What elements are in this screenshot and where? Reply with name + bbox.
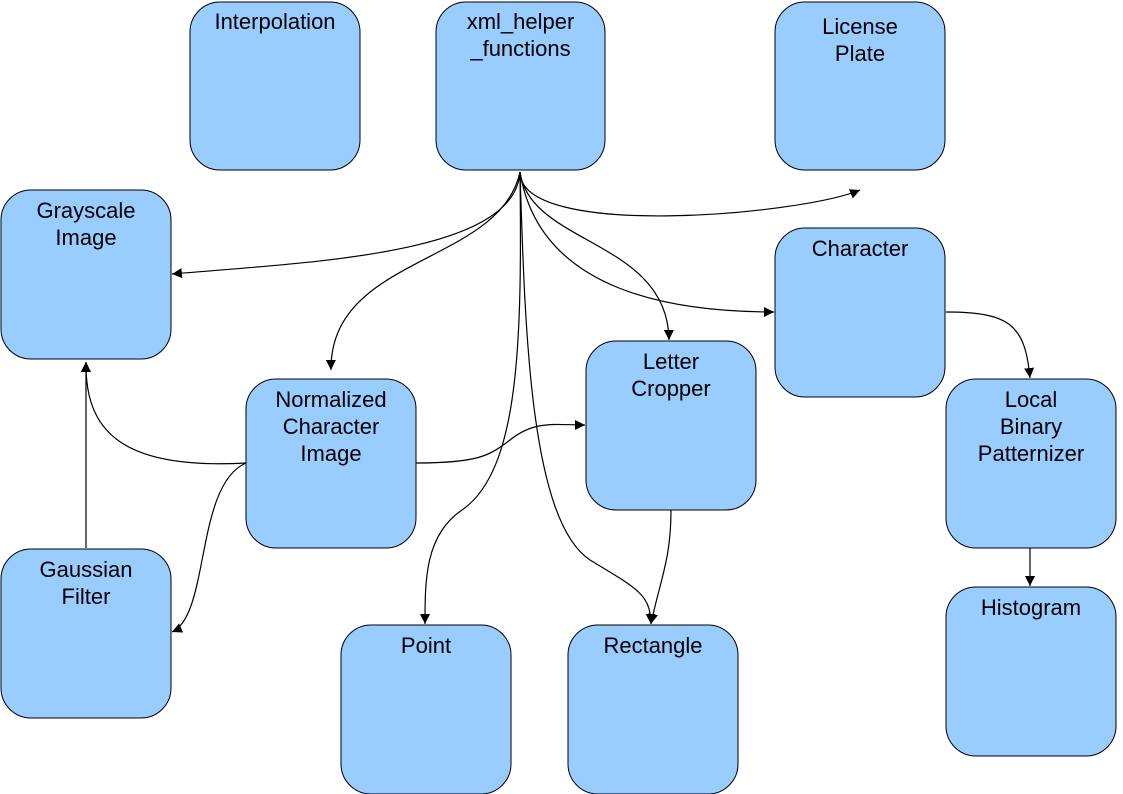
node-label-character: Character [812,236,909,261]
node-label-line: Image [300,441,361,466]
node-label-line: Patternizer [978,441,1084,466]
node-label-line: Character [283,414,380,439]
node-box-interpolation [189,1,361,171]
edge-letter-cropper-to-rectangle [648,509,672,625]
node-box-gaussian-filter [0,548,172,719]
node-box-xml-helper-functions [435,1,606,171]
node-label-histogram: Histogram [981,595,1081,620]
node-box-character [774,227,946,398]
edge-normalized-character-image-to-letter-cropper [415,419,586,464]
node-box-license-plate [774,1,946,171]
node-label-line: Image [55,225,116,250]
node-label-line: Local [1005,387,1058,412]
node-rectangle: Rectangle [567,624,739,794]
node-label-line: Plate [835,41,885,66]
node-box-normalized-character-image [245,378,417,549]
node-label-xml-helper-functions: xml_helper_functions [467,9,575,61]
node-box-histogram [945,586,1117,757]
edge-normalized-character-image-to-grayscale-image [80,361,247,465]
node-box-point [340,624,512,794]
edge-normalized-character-image-to-gaussian-filter [171,462,247,633]
node-label-line: xml_helper [467,9,575,34]
edge-xml-helper-functions-to-rectangle [519,171,656,625]
node-label-line: Letter [643,349,699,374]
edge-xml-helper-functions-to-character [519,171,775,317]
node-label-line: Filter [62,584,111,609]
node-label-line: Character [812,236,909,261]
node-histogram: Histogram [945,586,1117,757]
edge-xml-helper-functions-to-normalized-character-image [325,171,521,371]
edge-xml-helper-functions-to-point [420,171,522,625]
edge-xml-helper-functions-to-letter-cropper [519,171,674,341]
node-label-line: _functions [469,36,570,61]
node-label-line: Normalized [275,387,386,412]
node-label-line: Histogram [981,595,1081,620]
node-box-letter-cropper [585,340,757,511]
node-label-line: License [822,14,898,39]
node-label-interpolation: Interpolation [214,9,335,34]
edge-xml-helper-functions-to-license-plate [519,171,861,217]
node-point: Point [340,624,512,794]
node-label-line: Point [401,633,451,658]
node-label-rectangle: Rectangle [603,633,702,658]
node-box-local-binary-patternizer [945,378,1117,549]
node-label-line: Gaussian [40,557,133,582]
node-label-line: Grayscale [36,198,135,223]
node-interpolation: Interpolation [189,1,361,171]
node-label-line: Rectangle [603,633,702,658]
node-box-grayscale-image [0,189,172,360]
node-label-point: Point [401,633,451,658]
edges-layer [80,171,1035,633]
edge-xml-helper-functions-to-grayscale-image [171,171,521,279]
node-label-line: Interpolation [214,9,335,34]
edge-character-to-local-binary-patternizer [945,311,1035,379]
node-box-rectangle [567,624,739,794]
node-label-line: Binary [1000,414,1062,439]
node-label-line: Cropper [631,376,710,401]
node-character: Character [774,227,946,398]
node-xml-helper-functions: xml_helper_functions [435,1,606,171]
